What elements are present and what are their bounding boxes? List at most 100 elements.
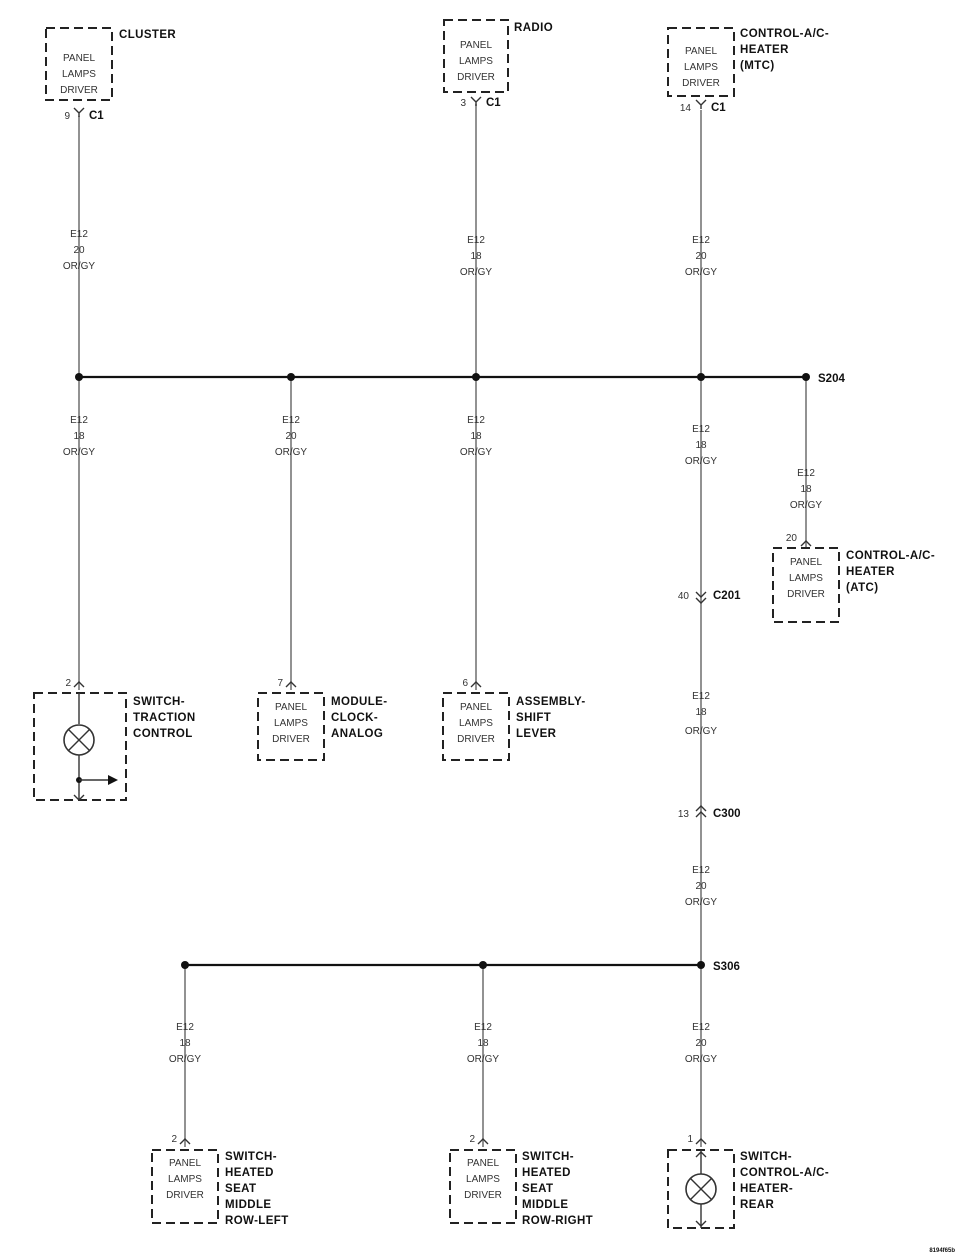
svg-text:C1: C1 xyxy=(89,110,104,122)
wire-label-seat-right: E12 18 OR/GY xyxy=(467,1022,500,1065)
svg-text:(ATC): (ATC) xyxy=(846,582,878,594)
svg-text:ROW-RIGHT: ROW-RIGHT xyxy=(522,1215,593,1227)
svg-text:18: 18 xyxy=(800,484,812,495)
wire-label-trunk-2: E12 18 OR/GY xyxy=(685,691,718,737)
module-assembly-shift-lever: 6 PANEL LAMPS DRIVER ASSEMBLY- SHIFT LEV… xyxy=(442,678,586,761)
module-name-radio: RADIO xyxy=(514,22,553,34)
svg-text:CONTROL-A/C-: CONTROL-A/C- xyxy=(740,1167,829,1179)
svg-text:SEAT: SEAT xyxy=(522,1183,553,1195)
svg-text:20: 20 xyxy=(786,533,798,544)
svg-text:E12: E12 xyxy=(692,865,710,876)
module-radio: PANEL LAMPS DRIVER RADIO 3 C1 xyxy=(443,19,553,109)
svg-text:OR/GY: OR/GY xyxy=(63,447,96,458)
svg-text:2: 2 xyxy=(469,1134,475,1145)
svg-text:C300: C300 xyxy=(713,808,741,820)
svg-text:OR/GY: OR/GY xyxy=(467,1054,500,1065)
splice-label-s306: S306 xyxy=(713,961,740,973)
svg-text:HEATER-: HEATER- xyxy=(740,1183,793,1195)
svg-text:HEATED: HEATED xyxy=(225,1167,274,1179)
svg-text:CONTROL-A/C-: CONTROL-A/C- xyxy=(846,550,935,562)
svg-text:PANEL: PANEL xyxy=(169,1158,201,1169)
svg-text:18: 18 xyxy=(695,440,707,451)
svg-text:LAMPS: LAMPS xyxy=(274,718,308,729)
svg-text:MIDDLE: MIDDLE xyxy=(225,1199,271,1211)
svg-text:2: 2 xyxy=(171,1134,177,1145)
svg-text:SWITCH-: SWITCH- xyxy=(740,1151,792,1163)
svg-text:18: 18 xyxy=(477,1038,489,1049)
svg-text:ROW-LEFT: ROW-LEFT xyxy=(225,1215,289,1227)
module-switch-traction-control: 2 SWITCH- TRACTION CONTROL xyxy=(33,678,196,801)
wire-label-cluster-top: E12 20 OR/GY xyxy=(63,229,96,272)
svg-text:OR/GY: OR/GY xyxy=(685,1054,718,1065)
svg-text:OR/GY: OR/GY xyxy=(460,447,493,458)
svg-text:ASSEMBLY-: ASSEMBLY- xyxy=(516,696,586,708)
svg-text:40: 40 xyxy=(678,591,690,602)
svg-text:SEAT: SEAT xyxy=(225,1183,256,1195)
svg-text:PANEL: PANEL xyxy=(275,702,307,713)
svg-text:C201: C201 xyxy=(713,590,741,602)
module-switch-heated-seat-middle-row-right: 2 PANEL LAMPS DRIVER SWITCH- HEATED SEAT… xyxy=(449,1134,593,1227)
svg-text:DRIVER: DRIVER xyxy=(464,1190,502,1201)
wire-label-atc: E12 18 OR/GY xyxy=(790,468,823,511)
svg-text:LAMPS: LAMPS xyxy=(684,62,718,73)
svg-text:18: 18 xyxy=(695,707,707,718)
wire-label-trunk-3: E12 20 OR/GY xyxy=(685,865,718,908)
svg-text:LAMPS: LAMPS xyxy=(459,718,493,729)
splice-label-s204: S204 xyxy=(818,373,845,385)
splice-dot xyxy=(75,373,83,381)
svg-text:TRACTION: TRACTION xyxy=(133,712,196,724)
svg-text:LAMPS: LAMPS xyxy=(168,1174,202,1185)
svg-text:E12: E12 xyxy=(176,1022,194,1033)
svg-text:OR/GY: OR/GY xyxy=(63,261,96,272)
svg-text:6: 6 xyxy=(462,678,468,689)
svg-text:3: 3 xyxy=(460,98,466,109)
svg-text:SHIFT: SHIFT xyxy=(516,712,551,724)
splice-dot xyxy=(697,373,705,381)
svg-text:ANALOG: ANALOG xyxy=(331,728,383,740)
svg-text:E12: E12 xyxy=(467,415,485,426)
svg-text:PANEL: PANEL xyxy=(685,46,717,57)
svg-text:18: 18 xyxy=(470,251,482,262)
svg-text:CONTROL: CONTROL xyxy=(133,728,193,740)
svg-text:LEVER: LEVER xyxy=(516,728,557,740)
wire-label-shift: E12 18 OR/GY xyxy=(460,415,493,458)
svg-text:HEATER: HEATER xyxy=(740,44,789,56)
wire-label-rear: E12 20 OR/GY xyxy=(685,1022,718,1065)
svg-text:E12: E12 xyxy=(692,424,710,435)
svg-text:SWITCH-: SWITCH- xyxy=(133,696,185,708)
svg-text:18: 18 xyxy=(73,431,85,442)
svg-text:DRIVER: DRIVER xyxy=(60,85,98,96)
svg-text:C1: C1 xyxy=(711,102,726,114)
svg-text:20: 20 xyxy=(695,1038,707,1049)
connector-c201: 40 C201 xyxy=(678,590,741,604)
svg-text:HEATER: HEATER xyxy=(846,566,895,578)
svg-text:CONTROL-A/C-: CONTROL-A/C- xyxy=(740,28,829,40)
svg-text:CLOCK-: CLOCK- xyxy=(331,712,378,724)
svg-text:20: 20 xyxy=(73,245,85,256)
svg-text:1: 1 xyxy=(687,1134,693,1145)
svg-text:18: 18 xyxy=(179,1038,191,1049)
svg-text:OR/GY: OR/GY xyxy=(685,456,718,467)
connector-c300: 13 C300 xyxy=(678,805,741,820)
svg-text:OR/GY: OR/GY xyxy=(685,726,718,737)
svg-text:PANEL: PANEL xyxy=(63,53,95,64)
module-cluster: PANEL LAMPS DRIVER CLUSTER 9 C1 xyxy=(45,27,176,122)
svg-text:MIDDLE: MIDDLE xyxy=(522,1199,568,1211)
svg-text:SWITCH-: SWITCH- xyxy=(522,1151,574,1163)
svg-text:E12: E12 xyxy=(692,691,710,702)
svg-text:OR/GY: OR/GY xyxy=(790,500,823,511)
arrow-right-icon xyxy=(108,775,118,785)
svg-text:OR/GY: OR/GY xyxy=(169,1054,202,1065)
svg-text:E12: E12 xyxy=(797,468,815,479)
svg-text:E12: E12 xyxy=(70,229,88,240)
svg-text:14: 14 xyxy=(680,103,692,114)
module-name-cluster: CLUSTER xyxy=(119,29,176,41)
svg-text:20: 20 xyxy=(285,431,297,442)
svg-text:SWITCH-: SWITCH- xyxy=(225,1151,277,1163)
figure-id: 8194f65b xyxy=(929,1248,955,1254)
splice-dot xyxy=(181,961,189,969)
wire-label-traction: E12 18 OR/GY xyxy=(63,415,96,458)
svg-text:9: 9 xyxy=(64,111,70,122)
svg-text:DRIVER: DRIVER xyxy=(457,72,495,83)
svg-text:DRIVER: DRIVER xyxy=(787,589,825,600)
